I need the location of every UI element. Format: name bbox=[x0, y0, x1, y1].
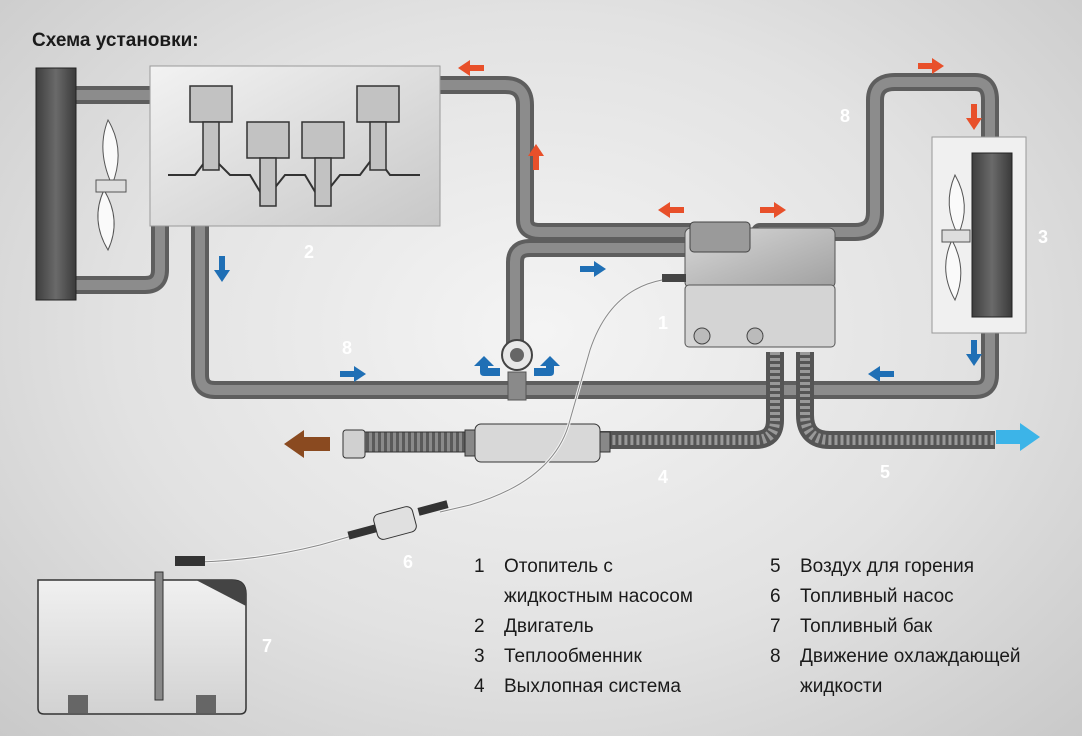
hot-arrows bbox=[458, 58, 982, 218]
legend-number: 3 bbox=[474, 646, 485, 667]
air-inlet-arrow bbox=[996, 423, 1040, 451]
legend-number: 6 bbox=[770, 586, 781, 607]
label-2: 2 bbox=[304, 242, 315, 262]
legend-item: 3 Теплообменник bbox=[474, 642, 693, 672]
coolant-pipes-inner bbox=[70, 77, 995, 395]
fuel-pump bbox=[347, 500, 449, 540]
legend-text: Движение охлаждающей жидкости bbox=[800, 646, 1021, 697]
t-valve bbox=[501, 339, 533, 401]
cold-arrows bbox=[214, 256, 982, 382]
engine bbox=[149, 65, 441, 227]
radiator-left bbox=[35, 67, 127, 301]
legend-number: 1 bbox=[474, 556, 485, 577]
legend-text: Топливный насос bbox=[800, 586, 954, 607]
legend-text: Теплообменник bbox=[504, 646, 642, 667]
heat-exchanger bbox=[931, 136, 1027, 334]
legend-item: 2 Двигатель bbox=[474, 612, 693, 642]
label-5: 5 bbox=[880, 462, 891, 482]
label-6: 6 bbox=[403, 552, 414, 572]
label-3: 3 bbox=[1038, 227, 1049, 247]
legend-number: 4 bbox=[474, 676, 485, 697]
legend-item: 7 Топливный бак bbox=[770, 612, 1021, 642]
legend-item: 6 Топливный насос bbox=[770, 582, 1021, 612]
legend-text: Выхлопная система bbox=[504, 676, 681, 697]
diagram-title: Схема установки: bbox=[32, 30, 199, 51]
legend-text: Воздух для горения bbox=[800, 556, 975, 577]
label-8-top: 8 bbox=[840, 106, 851, 126]
exhaust-system bbox=[342, 423, 611, 463]
legend-text: Двигатель bbox=[504, 616, 594, 637]
legend-item: 4 Выхлопная система bbox=[474, 672, 693, 702]
heater-unit bbox=[662, 221, 836, 348]
fuel-line bbox=[199, 278, 663, 564]
exhaust-arrow bbox=[284, 430, 330, 458]
label-7: 7 bbox=[262, 636, 273, 656]
legend-right: 5 Воздух для горения 6 Топливный насос 7 То… bbox=[770, 552, 1021, 702]
legend-number: 2 bbox=[474, 616, 485, 637]
label-1: 1 bbox=[658, 313, 669, 333]
legend-number: 5 bbox=[770, 556, 781, 577]
legend-item: 8 Движение охлаждающей жидкости bbox=[770, 642, 1021, 702]
legend-text: Топливный бак bbox=[800, 616, 933, 637]
legend-number: 7 bbox=[770, 616, 781, 637]
label-4: 4 bbox=[658, 467, 669, 487]
legend-item: 5 Воздух для горения bbox=[770, 552, 1021, 582]
fuel-tank bbox=[37, 556, 247, 715]
legend-number: 8 bbox=[770, 646, 781, 667]
legend-left: 1 Отопитель с жидкостным насосом 2 Двигате… bbox=[474, 552, 693, 702]
label-8-bottom: 8 bbox=[342, 338, 353, 358]
legend-item: 1 Отопитель с жидкостным насосом bbox=[474, 552, 693, 612]
legend-text: Отопитель с жидкостным насосом bbox=[504, 556, 693, 607]
